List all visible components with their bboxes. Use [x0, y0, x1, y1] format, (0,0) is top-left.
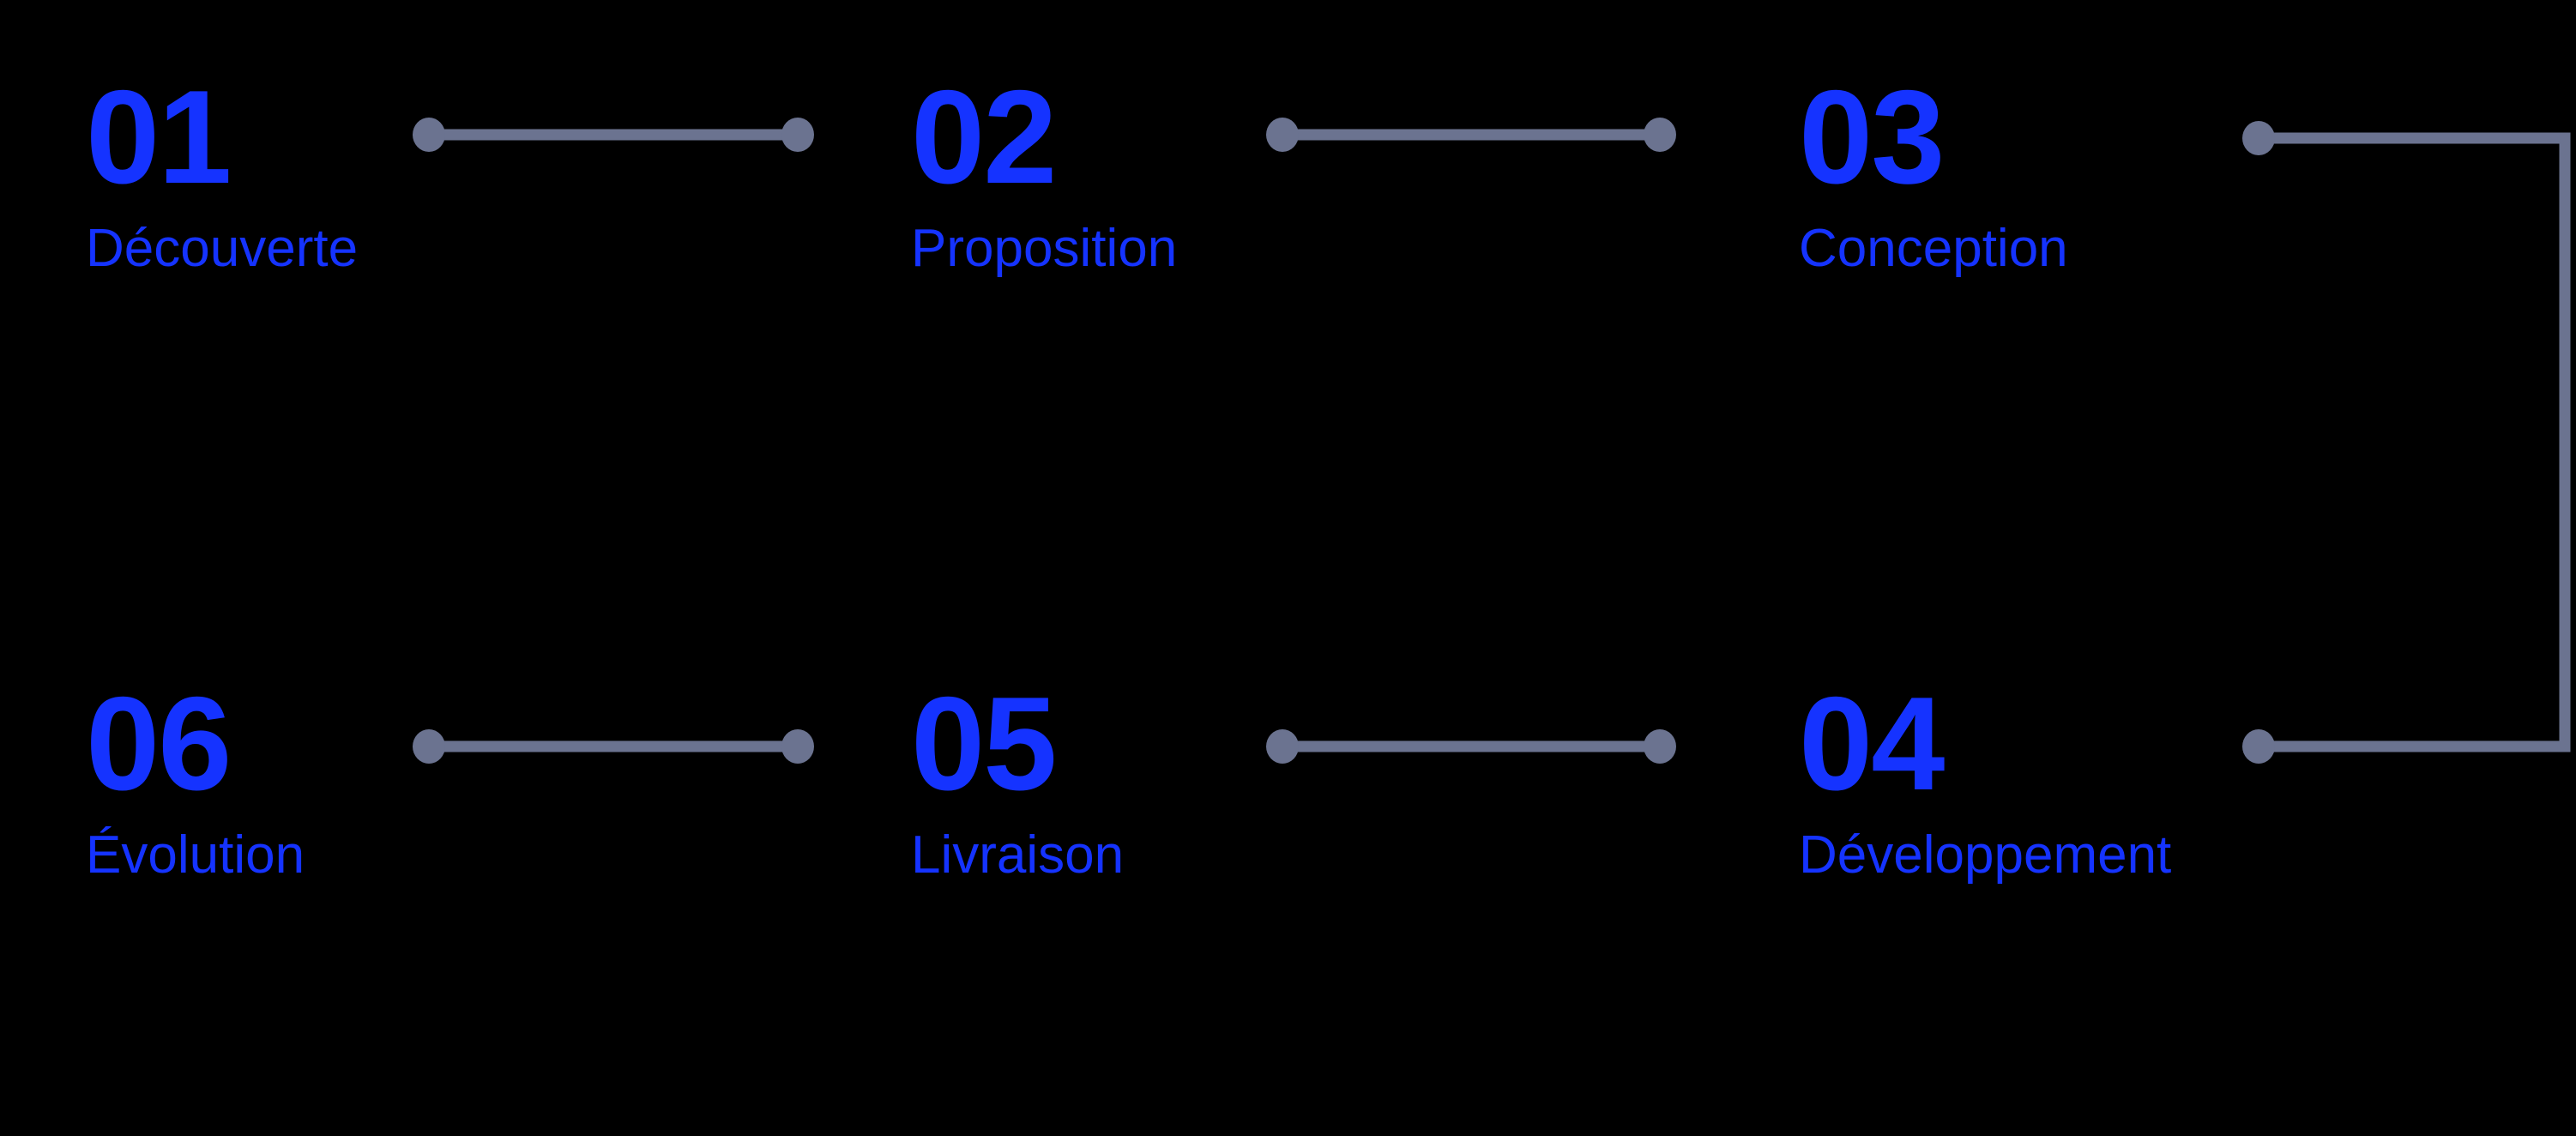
step-number-06: 06 — [86, 669, 232, 818]
connector-05-to-04-end-dot — [1644, 729, 1676, 764]
step-item-01[interactable]: 01 Découverte — [86, 70, 358, 275]
connector-03-to-04-end-dot — [2242, 729, 2275, 764]
connector-06-to-05-end-dot — [781, 729, 814, 764]
connector-03-to-04 — [2242, 121, 2571, 764]
connector-01-to-02-end-dot — [781, 118, 814, 152]
connector-03-to-04-elbow-path — [2259, 132, 2571, 752]
connector-01-to-02-start-dot — [413, 118, 445, 152]
step-item-04[interactable]: 04 Développement — [1799, 677, 2171, 882]
connector-02-to-03 — [1266, 118, 1676, 152]
step-number-04: 04 — [1799, 669, 1945, 818]
connector-03-to-04-start-dot — [2242, 121, 2275, 155]
step-number-02: 02 — [911, 63, 1057, 211]
step-label-04: Développement — [1799, 825, 2172, 885]
connector-02-to-03-end-dot — [1644, 118, 1676, 152]
connector-06-to-05 — [413, 729, 814, 764]
step-label-05: Livraison — [911, 825, 1125, 885]
step-label-06: Évolution — [86, 825, 305, 885]
connector-02-to-03-start-dot — [1266, 118, 1299, 152]
connector-05-to-04-start-dot — [1266, 729, 1299, 764]
step-item-06[interactable]: 06 Évolution — [86, 677, 305, 882]
step-item-02[interactable]: 02 Proposition — [911, 70, 1177, 275]
connector-05-to-04 — [1266, 729, 1676, 764]
connector-01-to-02 — [413, 118, 814, 152]
step-label-02: Proposition — [911, 219, 1178, 278]
step-number-01: 01 — [86, 63, 232, 211]
connector-06-to-05-start-dot — [413, 729, 445, 764]
step-number-05: 05 — [911, 669, 1057, 818]
step-label-03: Conception — [1799, 219, 2068, 278]
step-number-03: 03 — [1799, 63, 1945, 211]
step-label-01: Découverte — [86, 219, 359, 278]
step-item-03[interactable]: 03 Conception — [1799, 70, 2068, 275]
step-item-05[interactable]: 05 Livraison — [911, 677, 1124, 882]
